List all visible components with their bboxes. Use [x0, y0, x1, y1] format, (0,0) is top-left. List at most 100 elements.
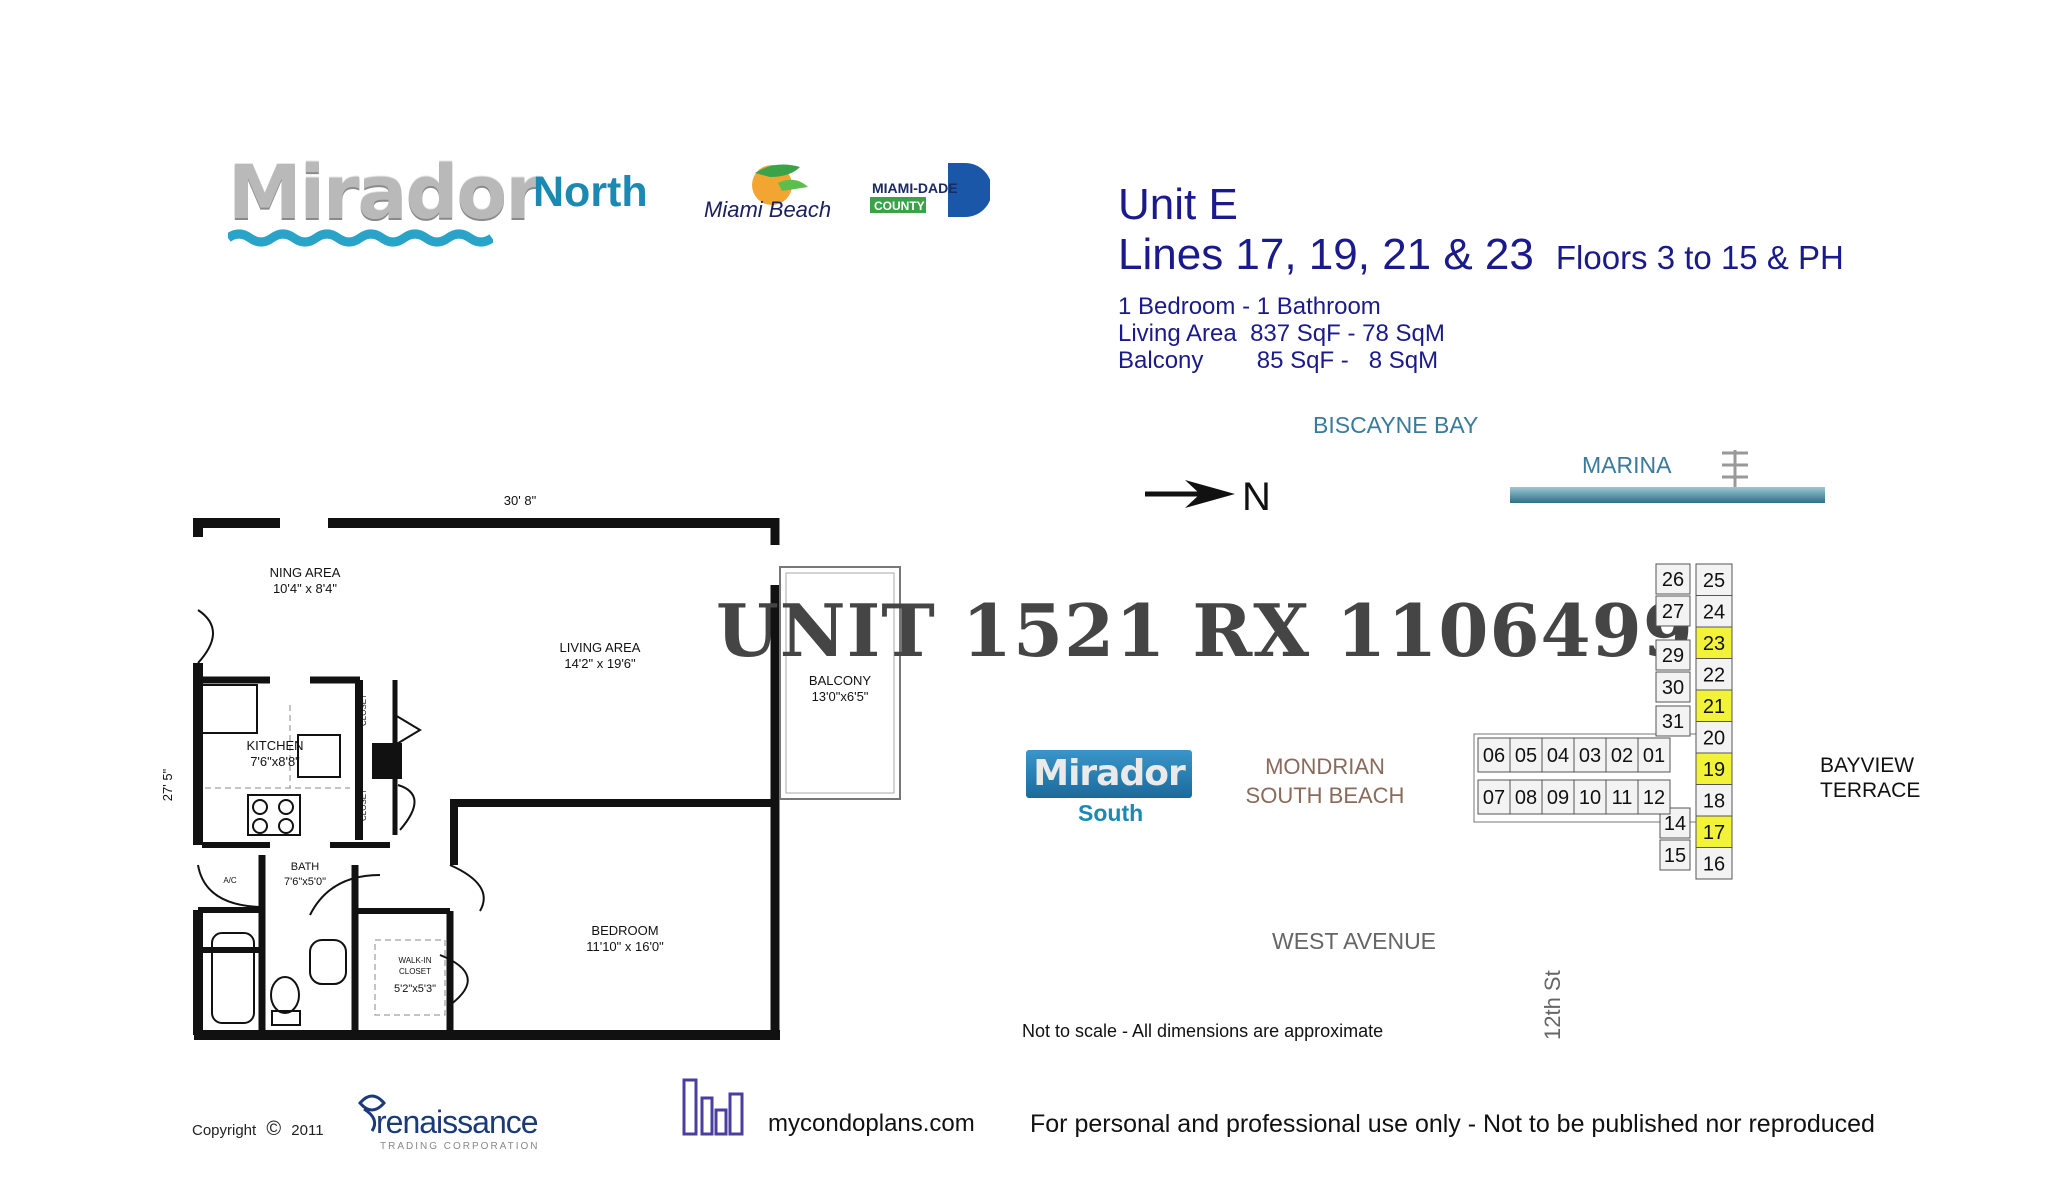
room-bath-dim: 7'6"x5'0": [284, 876, 326, 888]
ac-label: A/C: [223, 876, 237, 885]
site-unit-20: [1695, 721, 1733, 754]
site-unit-label-14: 14: [1664, 813, 1686, 835]
room-living-name: LIVING AREA: [560, 640, 641, 655]
site-unit-label-07: 07: [1483, 787, 1505, 809]
site-unit-07: [1477, 779, 1511, 815]
site-unit-label-27: 27: [1662, 601, 1684, 623]
site-unit-08: [1509, 779, 1543, 815]
site-unit-30: [1655, 671, 1691, 703]
room-kitchen-name: KITCHEN: [246, 738, 303, 753]
site-unit-label-09: 09: [1547, 787, 1569, 809]
site-unit-label-22: 22: [1703, 664, 1725, 686]
miami-beach-logo: Miami Beach: [704, 164, 831, 222]
site-unit-label-06: 06: [1483, 745, 1505, 767]
closet-label-lower: CLOSET: [359, 789, 368, 821]
miami-beach-text: Miami Beach: [704, 197, 831, 222]
room-dining-dim: 10'4" x 8'4": [273, 581, 337, 596]
closet-label-upper: CLOSET: [359, 694, 368, 726]
site-unit-19: [1695, 752, 1733, 785]
site-unit-26: [1655, 563, 1691, 595]
site-unit-15: [1659, 839, 1691, 871]
mycondoplans-icon: [682, 1078, 744, 1136]
site-unit-label-29: 29: [1662, 645, 1684, 667]
mirador-south-logo: Mirador: [1026, 750, 1192, 798]
site-unit-16: [1695, 847, 1733, 880]
site-unit-24: [1695, 595, 1733, 628]
site-unit-label-16: 16: [1703, 853, 1725, 875]
site-unit-06: [1477, 737, 1511, 773]
site-unit-03: [1573, 737, 1607, 773]
site-unit-label-11: 11: [1612, 787, 1633, 809]
unit-title: Unit E: [1118, 180, 1238, 229]
site-unit-label-15: 15: [1664, 845, 1686, 867]
site-unit-label-18: 18: [1703, 790, 1725, 812]
site-unit-label-30: 30: [1662, 677, 1684, 699]
mirador-south-label: South: [1078, 800, 1144, 826]
svg-text:COUNTY: COUNTY: [874, 199, 925, 213]
bed-bath: 1 Bedroom - 1 Bathroom: [1118, 293, 1381, 320]
building-name: North: [533, 168, 648, 216]
living-area: Living Area 837 SqF - 78 SqM: [1118, 320, 1445, 347]
overall-depth-label: 27' 5": [160, 768, 175, 801]
svg-text:MIAMI-DADE: MIAMI-DADE: [872, 180, 958, 196]
site-unit-17: [1695, 815, 1733, 848]
renaissance-name: renaissance: [376, 1104, 538, 1140]
room-bath-name: BATH: [291, 861, 320, 873]
west-avenue-label: WEST AVENUE: [1272, 928, 1437, 954]
site-unit-label-12: 12: [1643, 787, 1665, 809]
room-dining-name: NING AREA: [270, 565, 341, 580]
mirador-wave-icon: [228, 229, 493, 247]
room-walkin-name: WALK-IN: [398, 956, 431, 965]
balcony-area: Balcony 85 SqF - 8 SqM: [1118, 347, 1439, 374]
room-walkin-name2: CLOSET: [399, 967, 431, 976]
site-unit-label-02: 02: [1611, 745, 1633, 767]
room-bedroom-name: BEDROOM: [591, 923, 658, 938]
unit-floors: Floors 3 to 15 & PH: [1555, 239, 1844, 276]
room-bedroom-dim: 11'10" x 16'0": [586, 939, 664, 954]
overall-width-label: 30' 8": [504, 493, 537, 508]
marina-label: MARINA: [1582, 452, 1672, 478]
renaissance-sub: TRADING CORPORATION: [380, 1141, 539, 1152]
site-unit-22: [1695, 658, 1733, 691]
biscayne-bay-label: BISCAYNE BAY: [1313, 412, 1479, 438]
site-unit-label-21: 21: [1703, 696, 1725, 718]
usage-note: For personal and professional use only -…: [1030, 1110, 1875, 1138]
room-balcony-dim: 13'0"x6'5": [812, 689, 869, 704]
site-unit-label-04: 04: [1547, 745, 1569, 767]
site-unit-label-23: 23: [1703, 633, 1725, 655]
mondrian-label: MONDRIAN SOUTH BEACH: [1245, 754, 1405, 808]
site-unit-label-10: 10: [1579, 787, 1601, 809]
site-unit-label-25: 25: [1703, 570, 1725, 592]
site-unit-label-17: 17: [1703, 822, 1725, 844]
north-arrow-icon: [1145, 480, 1235, 508]
site-unit-18: [1695, 784, 1733, 817]
site-unit-10: [1573, 779, 1607, 815]
site-unit-23: [1695, 626, 1733, 659]
site-unit-29: [1655, 639, 1691, 671]
room-walkin-dim: 5'2"x5'3": [394, 983, 436, 995]
site-unit-label-03: 03: [1579, 745, 1601, 767]
miami-dade-logo: MIAMI-DADE COUNTY: [870, 163, 990, 217]
mycondoplans-link[interactable]: mycondoplans.com: [768, 1110, 975, 1137]
site-unit-label-24: 24: [1703, 601, 1725, 623]
site-unit-label-20: 20: [1703, 727, 1725, 749]
room-kitchen-dim: 7'6"x8'8": [250, 754, 300, 769]
mirador-north-logo: Mirador: [228, 150, 542, 236]
marina-dock-icon: [1510, 450, 1825, 503]
site-unit-01: [1637, 737, 1671, 773]
floor-plan: 30' 8" 27' 5" NING AREA 10'4" x 8'4" LIV…: [160, 493, 901, 1040]
site-unit-label-01: 01: [1643, 745, 1665, 767]
copyright: Copyright © 2011: [192, 1118, 324, 1140]
site-unit-label-08: 08: [1515, 787, 1537, 809]
site-unit-21: [1695, 689, 1733, 722]
site-unit-label-19: 19: [1703, 759, 1725, 781]
renaissance-logo: renaissance TRADING CORPORATION: [358, 1094, 539, 1152]
site-unit-label-05: 05: [1515, 745, 1537, 767]
site-unit-31: [1655, 705, 1691, 737]
site-unit-label-26: 26: [1662, 569, 1684, 591]
site-unit-27: [1655, 595, 1691, 627]
bayview-terrace-label: BAYVIEW TERRACE: [1820, 754, 1921, 802]
site-unit-12: [1637, 779, 1671, 815]
